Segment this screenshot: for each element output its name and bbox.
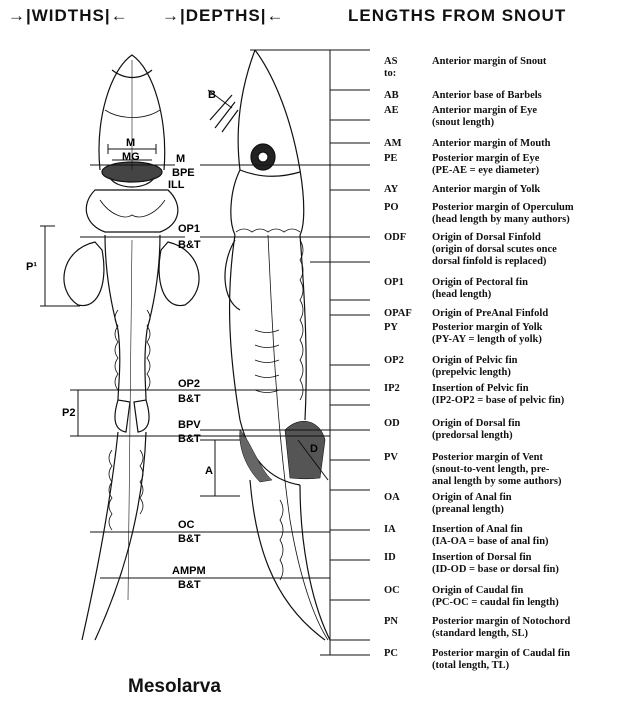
arrow-left-icon: →|	[162, 6, 186, 25]
length-scale	[250, 49, 370, 656]
legend-desc: Anterior base of Barbels	[432, 90, 542, 101]
label-a: A	[205, 465, 213, 477]
label-m: M	[126, 137, 135, 149]
legend-code: IP2	[384, 383, 400, 394]
legend-code: IA	[384, 524, 396, 535]
legend-desc: Anterior margin of Snout	[432, 56, 547, 67]
lateral-view-larva	[209, 49, 331, 641]
legend-desc: Posterior margin of Notochord (standard …	[432, 616, 571, 639]
legend-desc: Posterior margin of Caudal fin (total le…	[432, 648, 571, 671]
legend-desc: Anterior margin of Eye (snout length)	[432, 105, 538, 128]
legend-code: OA	[384, 492, 400, 503]
legend-desc: Origin of Caudal fin (PC-OC = caudal fin…	[432, 585, 559, 608]
legend-code: PV	[384, 452, 398, 463]
legend-code: AM	[384, 138, 402, 149]
legend-desc: Origin of Pelvic fin (prepelvic length)	[432, 355, 518, 378]
legend-desc: Origin of Dorsal fin (predorsal length)	[432, 418, 521, 441]
legend-code: AY	[384, 184, 399, 195]
label-bt2: B&T	[178, 393, 201, 405]
label-bpv: BPV	[178, 419, 201, 431]
legend-desc: Posterior margin of Vent (snout-to-vent …	[432, 452, 562, 487]
header-lengths: LENGTHS FROM SNOUT	[348, 6, 567, 25]
label-bpe: BPE	[172, 167, 195, 179]
legend-code: PE	[384, 153, 398, 164]
legend-desc: Insertion of Pelvic fin (IP2-OP2 = base …	[432, 383, 565, 406]
label-bt5: B&T	[178, 579, 201, 591]
dorsal-view-larva	[63, 54, 200, 641]
label-p1: P¹	[26, 261, 37, 273]
label-b: B	[208, 89, 216, 101]
legend-desc: Origin of Anal fin (preanal length)	[432, 492, 512, 515]
width-measure-lines	[40, 144, 220, 579]
legend-code: AE	[384, 105, 399, 116]
legend-code: ODF	[384, 232, 407, 243]
legend-code: ID	[384, 552, 396, 563]
legend-desc: Posterior margin of Eye (PE-AE = eye dia…	[432, 153, 540, 176]
widths-label: WIDTHS	[31, 6, 105, 25]
legend-code: OD	[384, 418, 400, 429]
legend-desc: Posterior margin of Operculum (head leng…	[432, 202, 574, 225]
arrow-left-icon: →|	[8, 6, 32, 25]
label-op2: OP2	[178, 378, 200, 390]
label-ill: ILL	[168, 179, 185, 191]
arrow-right-icon: |←	[260, 6, 285, 25]
legend-code: AS to:	[384, 56, 398, 79]
legend-desc: Anterior margin of Mouth	[432, 138, 551, 149]
figure-caption: Mesolarva	[128, 676, 221, 697]
label-bt1: B&T	[178, 239, 201, 251]
label-p2: P2	[62, 407, 75, 419]
legend-code: OPAF	[384, 308, 412, 319]
legend-code: OC	[384, 585, 400, 596]
legend-desc: Insertion of Dorsal fin (ID-OD = base or…	[432, 552, 559, 575]
label-bt4: B&T	[178, 533, 201, 545]
legend-desc: Origin of Dorsal Finfold (origin of dors…	[432, 232, 557, 267]
label-op1: OP1	[178, 223, 200, 235]
legend-code: PY	[384, 322, 398, 333]
label-ampm: AMPM	[172, 565, 206, 577]
legend-code: OP2	[384, 355, 404, 366]
legend-desc: Origin of PreAnal Finfold	[432, 308, 549, 319]
header-widths: →|WIDTHS|←	[8, 6, 129, 26]
legend-code: PC	[384, 648, 398, 659]
legend-code: AB	[384, 90, 399, 101]
label-m-right: M	[176, 153, 185, 165]
label-bt3: B&T	[178, 433, 201, 445]
depths-label: DEPTHS	[185, 6, 261, 25]
header-depths: →|DEPTHS|←	[162, 6, 285, 26]
legend-code: PO	[384, 202, 399, 213]
legend-desc: Anterior margin of Yolk	[432, 184, 541, 195]
label-d: D	[310, 443, 318, 455]
legend-code: PN	[384, 616, 398, 627]
legend-desc: Origin of Pectoral fin (head length)	[432, 277, 528, 300]
legend-desc: Insertion of Anal fin (IA-OA = base of a…	[432, 524, 549, 547]
label-mg: MG	[122, 151, 140, 163]
label-oc: OC	[178, 519, 195, 531]
arrow-right-icon: |←	[104, 6, 129, 25]
depth-measure-lines	[200, 89, 330, 579]
legend-desc: Posterior margin of Yolk (PY-AY = length…	[432, 322, 543, 345]
legend-code: OP1	[384, 277, 404, 288]
